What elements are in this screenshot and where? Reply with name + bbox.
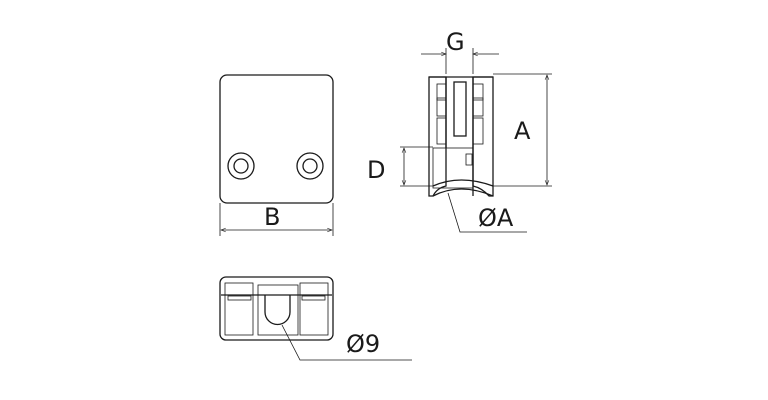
mounting-hole <box>227 152 255 180</box>
mounting-hole <box>296 152 324 180</box>
front-view: B <box>219 74 334 236</box>
label-a: A <box>514 117 531 145</box>
label-b: B <box>264 203 280 231</box>
label-hole-diameter: Ø9 <box>346 330 380 358</box>
leader-line <box>281 324 412 361</box>
label-d: D <box>367 156 385 184</box>
side-section-view: G A D ØA <box>367 28 552 233</box>
label-diameter-a: ØA <box>478 204 514 232</box>
label-g: G <box>446 28 465 56</box>
slot-hole <box>264 295 291 326</box>
bottom-view: Ø9 <box>219 276 412 361</box>
leader-line <box>447 192 527 233</box>
